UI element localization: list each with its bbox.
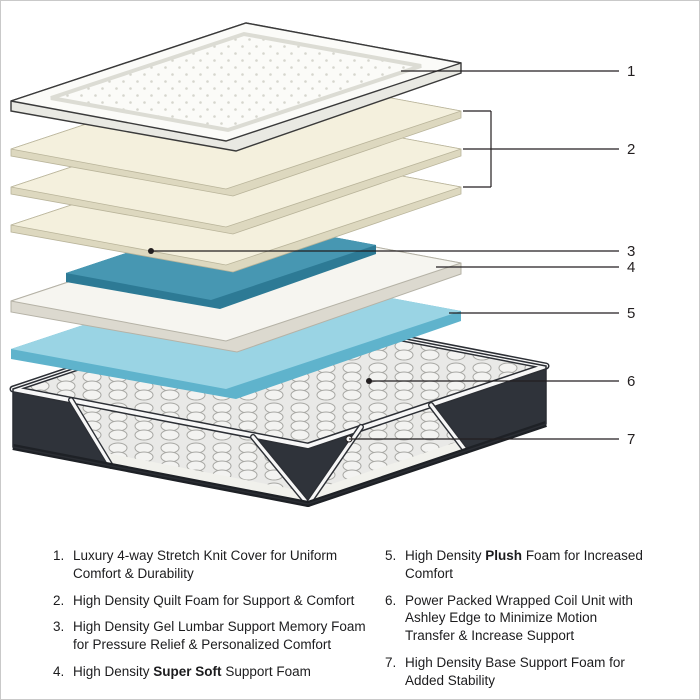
legend-item-text: High Density Base Support Foam for Added… [405, 655, 625, 688]
legend-item-text: High Density Super Soft Support Foam [73, 664, 311, 680]
base-fabric-corner-panel [253, 427, 361, 504]
legend-item: 2. High Density Quilt Foam for Support & … [53, 592, 371, 610]
callout-line-2 [463, 110, 619, 188]
legend-item: 7. High Density Base Support Foam for Add… [385, 654, 647, 690]
legend-item-number: 2. [53, 592, 65, 608]
base-fabric-right-panel [431, 366, 546, 451]
callout-number-1: 1 [627, 63, 635, 80]
callout-number-2: 2 [627, 141, 635, 158]
legend-item-text: Luxury 4-way Stretch Knit Cover for Unif… [73, 548, 338, 581]
legend-item: 3. High Density Gel Lumbar Support Memory… [53, 618, 371, 654]
legend-column-left: 1. Luxury 4-way Stretch Knit Cover for Un… [53, 547, 371, 699]
callout-number-7: 7 [627, 431, 635, 448]
legend-item-number: 7. [385, 655, 397, 671]
legend-item-number: 3. [53, 619, 65, 635]
base-fabric-left-panel [13, 389, 111, 466]
callout-number-6: 6 [627, 373, 635, 390]
callout-number-3: 3 [627, 243, 635, 260]
legend-item-text: High Density Gel Lumbar Support Memory F… [73, 619, 366, 653]
legend-item-number: 5. [385, 548, 397, 563]
legend-item: 4. High Density Super Soft Support Foam [53, 663, 371, 681]
callout-number-4: 4 [627, 259, 635, 276]
legend-item-number: 4. [53, 664, 65, 680]
legend-item-text: High Density Plush Foam for Increased Co… [405, 548, 643, 581]
legend-item-text: Power Packed Wrapped Coil Unit with Ashl… [405, 592, 633, 644]
callout-number-5: 5 [627, 305, 635, 322]
legend-item: 6. Power Packed Wrapped Coil Unit with As… [385, 592, 647, 645]
legend-item: 5. High Density Plush Foam for Increased … [385, 547, 647, 583]
callouts: 1 2 3 4 5 [148, 63, 635, 448]
legend-column-right: 5. High Density Plush Foam for Increased … [385, 547, 647, 699]
legend-item-number: 6. [385, 592, 397, 608]
coil-unit-base [9, 305, 550, 507]
coil-unit-front-left [13, 389, 308, 504]
legend-item-text: High Density Quilt Foam for Support & Co… [73, 592, 355, 608]
legend-item: 1. Luxury 4-way Stretch Knit Cover for Un… [53, 547, 371, 583]
mattress-diagram: 1 2 3 4 5 [1, 1, 699, 531]
cover-quilt-panel [50, 31, 422, 133]
cover-layer [10, 22, 462, 152]
legend: 1. Luxury 4-way Stretch Knit Cover for Un… [1, 539, 699, 699]
legend-item-number: 1. [53, 548, 65, 563]
